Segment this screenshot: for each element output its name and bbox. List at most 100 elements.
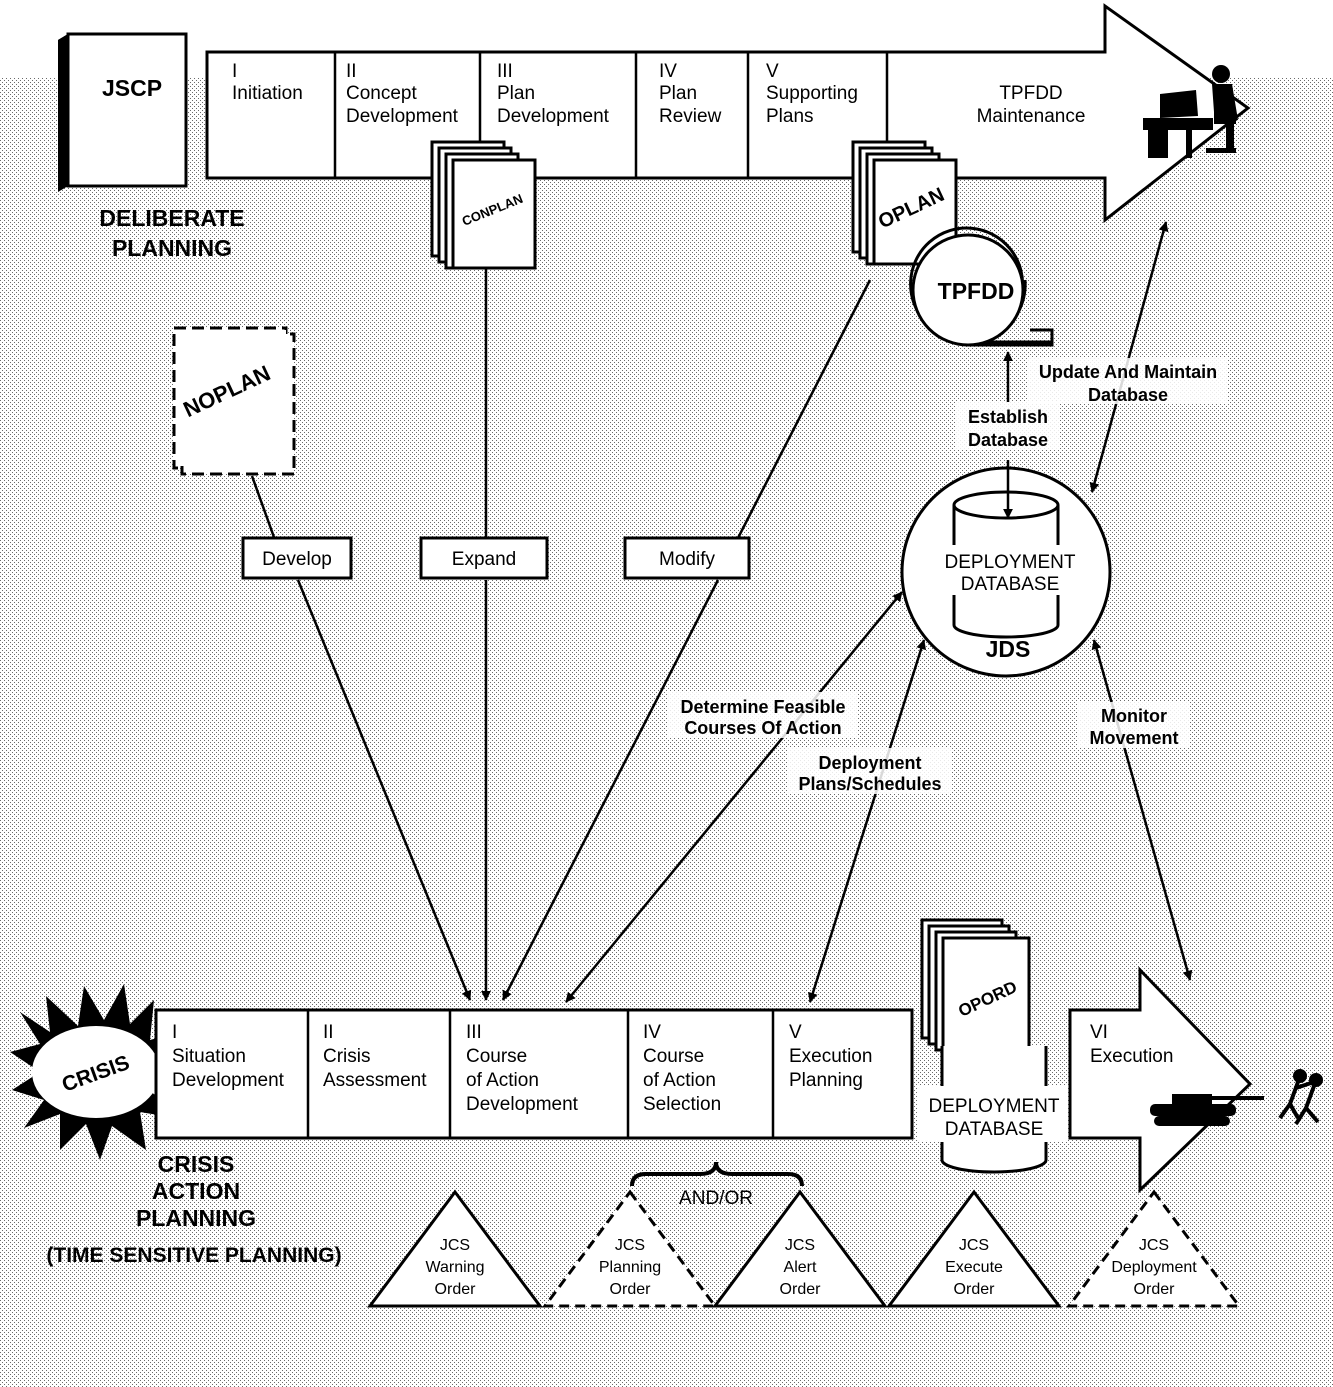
and-or-label: AND/OR	[679, 1188, 753, 1209]
svg-text:Course: Course	[466, 1046, 527, 1067]
jds-label: JDS	[986, 636, 1031, 662]
svg-text:Crisis: Crisis	[323, 1046, 371, 1067]
svg-text:II: II	[323, 1022, 334, 1043]
execution-arrow	[1068, 966, 1253, 1194]
svg-text:Concept: Concept	[346, 83, 417, 104]
svg-text:Database: Database	[1088, 385, 1168, 405]
jscp-label: JSCP	[102, 75, 162, 101]
crisis-subtitle: (TIME SENSITIVE PLANNING)	[46, 1244, 341, 1267]
svg-text:Course: Course	[643, 1046, 704, 1067]
svg-text:Order: Order	[780, 1281, 822, 1298]
svg-text:Planning: Planning	[789, 1070, 863, 1091]
oplan-document-icon	[851, 140, 958, 266]
conplan-document-icon	[430, 140, 537, 270]
svg-text:Execution: Execution	[789, 1046, 872, 1067]
svg-text:of Action: of Action	[466, 1070, 539, 1091]
deliberate-phase-2: II Concept Development	[346, 61, 459, 127]
order-alert: JCS Alert Order	[712, 1189, 888, 1308]
and-or-brace	[630, 1161, 804, 1187]
svg-text:of Action: of Action	[643, 1070, 716, 1091]
update-maintain-label: Update And Maintain Database	[1028, 358, 1228, 405]
svg-text:I: I	[172, 1022, 177, 1043]
svg-text:Database: Database	[968, 430, 1048, 450]
jds-database-icon	[900, 466, 1112, 678]
svg-text:Development: Development	[497, 106, 610, 127]
establish-database-label: Establish Database	[956, 402, 1060, 450]
deliberate-phase-5: V Supporting Plans	[766, 61, 858, 127]
svg-text:IV: IV	[659, 61, 677, 82]
order-execute: JCS Execute Order	[886, 1189, 1062, 1308]
svg-text:II: II	[346, 61, 357, 82]
crisis-phase-3: III Course of Action Development	[466, 1022, 579, 1115]
tpfdd-maintenance-phase: TPFDD Maintenance	[977, 83, 1086, 127]
crisis-database-icon	[918, 1046, 1068, 1174]
person-at-desk-icon	[1143, 65, 1238, 158]
modify-box: Modify	[623, 536, 751, 580]
crisis-phase-5: V Execution Planning	[789, 1022, 872, 1091]
svg-text:Maintenance: Maintenance	[977, 106, 1086, 127]
svg-text:V: V	[789, 1022, 802, 1043]
crisis-title-line1: CRISIS	[158, 1151, 235, 1177]
deliberate-phase-3: III Plan Development	[497, 61, 610, 127]
svg-text:Selection: Selection	[643, 1094, 721, 1115]
svg-text:Order: Order	[1134, 1281, 1176, 1298]
svg-text:Update And Maintain: Update And Maintain	[1039, 362, 1217, 382]
crisis-phase-2: II Crisis Assessment	[323, 1022, 427, 1091]
deliberate-title-line1: DELIBERATE	[99, 205, 244, 231]
crisis-title-line2: ACTION	[152, 1178, 240, 1204]
svg-text:Plan: Plan	[659, 83, 697, 104]
svg-text:Expand: Expand	[452, 549, 516, 570]
svg-text:I: I	[232, 61, 237, 82]
svg-text:Order: Order	[954, 1281, 996, 1298]
crisis-db-line1: DEPLOYMENT	[929, 1096, 1060, 1117]
svg-text:JCS: JCS	[440, 1237, 470, 1254]
svg-text:Modify: Modify	[659, 549, 715, 570]
svg-text:Courses Of Action: Courses Of Action	[684, 718, 841, 738]
deliberate-phase-4: IV Plan Review	[659, 61, 722, 127]
crisis-phase-band	[154, 1008, 914, 1140]
svg-text:Alert: Alert	[784, 1259, 817, 1276]
svg-text:Deployment: Deployment	[1111, 1259, 1197, 1276]
svg-text:V: V	[766, 61, 779, 82]
svg-text:Order: Order	[610, 1281, 652, 1298]
svg-text:Establish: Establish	[968, 407, 1048, 427]
svg-text:Execute: Execute	[945, 1259, 1003, 1276]
svg-text:JCS: JCS	[785, 1237, 815, 1254]
jds-db-line2: DATABASE	[961, 574, 1060, 595]
svg-text:Plans: Plans	[766, 106, 814, 127]
opord-document-icon	[920, 918, 1031, 1052]
svg-text:Review: Review	[659, 106, 722, 127]
svg-text:Development: Development	[172, 1070, 285, 1091]
svg-text:Movement: Movement	[1089, 728, 1178, 748]
svg-text:Planning: Planning	[599, 1259, 661, 1276]
svg-text:Situation: Situation	[172, 1046, 246, 1067]
soldiers-icon	[1278, 1069, 1323, 1126]
tpfdd-tape-icon	[909, 226, 1054, 347]
expand-box: Expand	[419, 536, 549, 580]
crisis-title-line3: PLANNING	[136, 1205, 256, 1231]
jds-db-line1: DEPLOYMENT	[945, 552, 1076, 573]
crisis-phase-4: IV Course of Action Selection	[643, 1022, 721, 1115]
svg-text:Execution: Execution	[1090, 1046, 1173, 1067]
order-warning: JCS Warning Order	[367, 1189, 543, 1308]
crisis-burst-icon	[10, 984, 186, 1160]
svg-text:Plans/Schedules: Plans/Schedules	[798, 774, 941, 794]
svg-text:IV: IV	[643, 1022, 661, 1043]
crisis-phase-1: I Situation Development	[172, 1022, 285, 1091]
svg-text:Development: Development	[466, 1094, 579, 1115]
svg-text:Order: Order	[435, 1281, 477, 1298]
order-planning: JCS Planning Order	[542, 1189, 718, 1308]
svg-text:JCS: JCS	[959, 1237, 989, 1254]
jscp-book-icon	[58, 32, 188, 192]
tpfdd-label: TPFDD	[938, 278, 1015, 304]
svg-text:JCS: JCS	[1139, 1237, 1169, 1254]
monitor-movement-label: Monitor Movement	[1078, 702, 1190, 748]
svg-text:Warning: Warning	[426, 1259, 485, 1276]
deliberate-phase-1: I Initiation	[232, 61, 303, 104]
svg-text:III: III	[497, 61, 513, 82]
svg-text:JCS: JCS	[615, 1237, 645, 1254]
develop-box: Develop	[241, 536, 353, 580]
svg-text:Assessment: Assessment	[323, 1070, 427, 1091]
